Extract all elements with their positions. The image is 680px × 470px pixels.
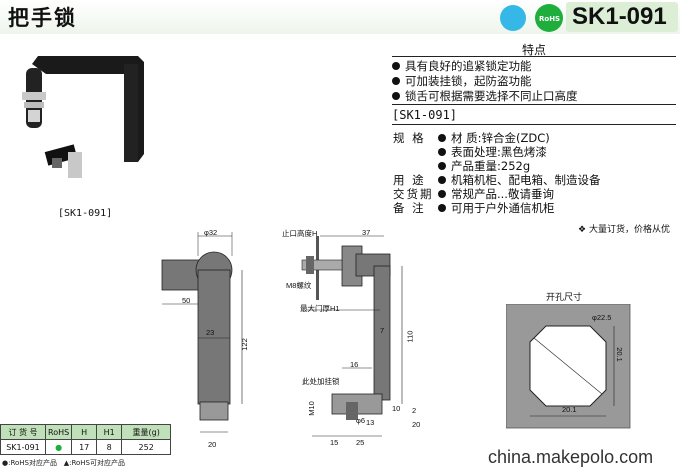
bullet-icon <box>392 62 400 70</box>
cutout-label: 开孔尺寸 <box>546 293 583 303</box>
divider <box>392 56 676 57</box>
feature-item: 锁舌可根据需要选择不同止口高度 <box>392 88 578 104</box>
table-cell: 17 <box>71 439 98 455</box>
dim-label: 25 <box>356 438 365 447</box>
divider <box>392 124 676 125</box>
bullet-icon <box>438 190 446 198</box>
spec-key: 规 格 <box>393 131 426 145</box>
dim-label: 20.1 <box>562 405 577 414</box>
table-header-row: 订 货 号 RoHS H H1 重量(g) <box>0 424 172 440</box>
bullet-icon <box>438 176 446 184</box>
table-cell: ● <box>44 439 73 455</box>
table-row: SK1-091 ● 17 8 252 <box>0 439 172 455</box>
dim-label: 122 <box>239 338 249 351</box>
model-number: SK1-091 <box>572 3 667 30</box>
table-header: H1 <box>96 424 123 440</box>
dim-label: M10 <box>306 401 316 416</box>
bullet-icon <box>438 148 446 156</box>
dim-label: 20.1 <box>614 347 624 362</box>
bullet-icon <box>438 162 446 170</box>
page-title: 把手锁 <box>8 6 77 30</box>
dim-label: 10 <box>392 404 401 413</box>
spec-value: 常规产品...敬请垂询 <box>438 186 554 202</box>
table-header: H <box>71 424 98 440</box>
dim-label: 13 <box>366 418 375 427</box>
spec-value: 材 质:锌合金(ZDC) <box>438 130 550 146</box>
dim-label: 15 <box>330 438 339 447</box>
rohs-badge-icon <box>535 4 563 32</box>
divider <box>392 104 676 105</box>
dim-label: 2 <box>412 406 417 415</box>
certification-badge-icon <box>500 5 526 31</box>
dim-label: φ32 <box>204 228 218 237</box>
dim-label: 7 <box>380 326 385 335</box>
table-cell: SK1-091 <box>0 439 46 455</box>
dim-label: 50 <box>182 296 191 305</box>
table-header: RoHS <box>44 424 73 440</box>
dim-label: 20 <box>208 440 217 449</box>
cutout-drawing <box>506 304 631 429</box>
rohs-note: ●:RoHS对应产品 ▲:RoHS可对应产品 <box>2 459 125 467</box>
watermark: china.makepolo.com <box>488 447 654 467</box>
spec-key: 备 注 <box>393 201 426 215</box>
spec-key: 交货期 <box>393 187 434 201</box>
product-photo <box>22 56 144 178</box>
front-view-drawing <box>161 232 243 433</box>
table-cell: 8 <box>96 439 123 455</box>
sparkle-icon: ❖ <box>578 225 589 235</box>
dim-label: φ22.5 <box>592 313 612 322</box>
spec-value: 机箱机柜、配电箱、制造设备 <box>438 172 601 188</box>
dim-label: 16 <box>350 360 359 369</box>
spec-model-label: [SK1-091] <box>392 108 458 122</box>
table-header: 订 货 号 <box>0 424 46 440</box>
spec-value: 可用于户外通信机柜 <box>438 200 555 216</box>
table-cell: 252 <box>121 439 172 455</box>
dim-label: M8螺纹 <box>286 281 312 290</box>
dim-label: 此处加挂锁 <box>302 377 340 386</box>
dim-label: 20 <box>412 420 421 429</box>
features-title: 特点 <box>522 43 547 57</box>
rohs-badge-label: RoHS <box>539 15 561 23</box>
bullet-icon <box>392 92 400 100</box>
bullet-icon <box>438 134 446 142</box>
dim-label: 37 <box>362 228 371 237</box>
bullet-icon <box>438 204 446 212</box>
feature-item: 可加装挂锁，起防盗功能 <box>392 73 532 89</box>
feature-item: 具有良好的追紧锁定功能 <box>392 58 532 74</box>
photo-caption: [SK1-091] <box>58 208 113 219</box>
dim-label: 110 <box>405 330 415 343</box>
dim-label: 止口高度H <box>282 229 318 238</box>
order-table: 订 货 号 RoHS H H1 重量(g) SK1-091 ● 17 8 252 <box>0 424 172 455</box>
model-box <box>566 2 678 32</box>
spec-value: 表面处理:黑色烤漆 <box>438 144 547 160</box>
dim-label: φ6 <box>356 416 366 425</box>
spec-value: 产品重量:252g <box>438 158 530 174</box>
spec-key: 用 途 <box>393 173 426 187</box>
dim-label: 23 <box>206 328 215 337</box>
table-header: 重量(g) <box>121 424 172 440</box>
dim-label: 最大门厚H1 <box>300 304 340 313</box>
bulk-order-note: ❖ 大量订货，价格从优 <box>578 225 670 235</box>
side-view-drawing <box>301 235 403 437</box>
bullet-icon <box>392 77 400 85</box>
